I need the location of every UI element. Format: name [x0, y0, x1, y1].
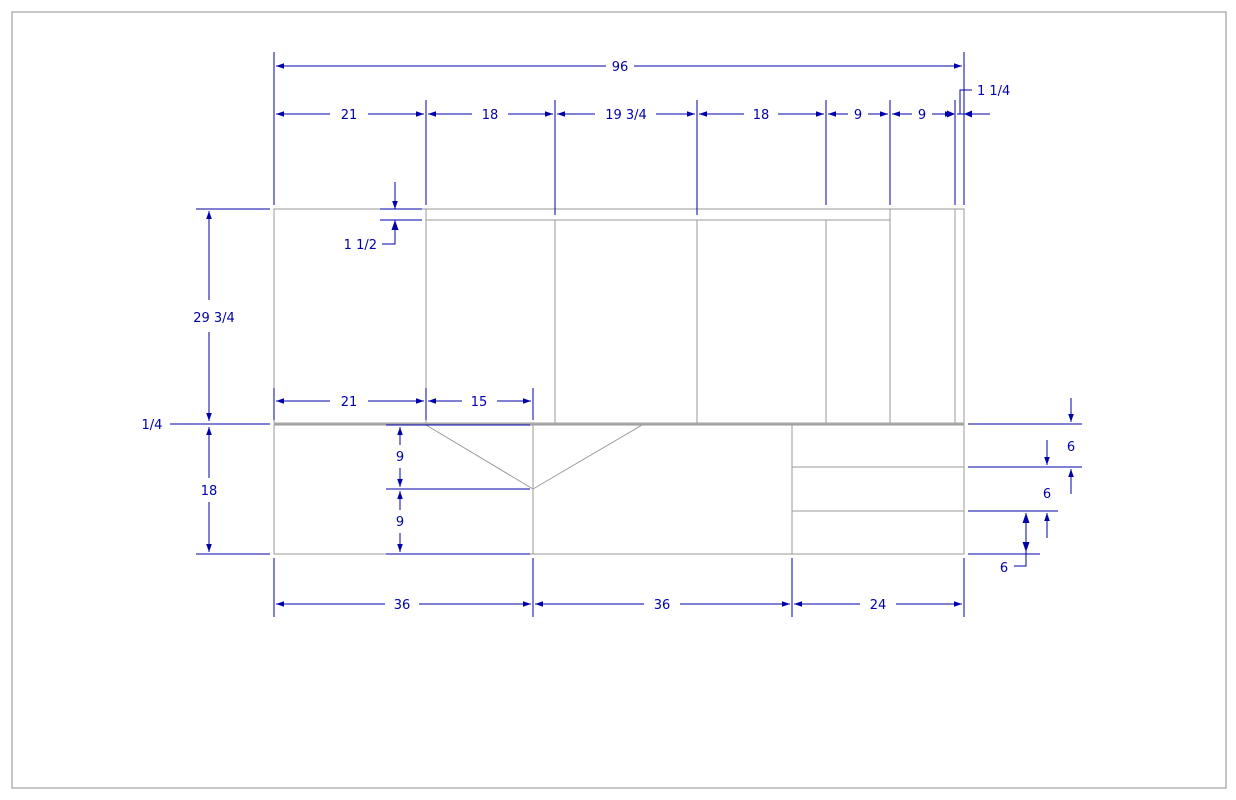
dim-overall: 96 — [273, 52, 965, 205]
dim-bottom-1: 36 — [394, 598, 411, 613]
dim-top-chain: 21 18 19 3/4 18 9 9 1 1/4 — [276, 84, 1010, 215]
door-swing-left — [425, 424, 534, 490]
dim-rail: 1 1/2 — [344, 182, 422, 253]
lower-cabinet — [273, 424, 965, 555]
dim-left-split-1: 9 — [396, 450, 404, 465]
dim-mid-chain: 21 15 — [273, 388, 534, 420]
dim-top-1: 21 — [341, 108, 358, 123]
dim-counter-label: 1/4 — [142, 418, 163, 433]
dim-upper-height-label: 29 3/4 — [193, 311, 235, 326]
dim-overall-label: 96 — [612, 60, 629, 75]
dim-left-split: 9 9 — [386, 424, 530, 555]
dim-top-edge: 1 1/4 — [977, 84, 1010, 99]
dim-rail-label: 1 1/2 — [344, 238, 377, 253]
dim-left-split-2: 9 — [396, 515, 404, 530]
dim-right-split: 6 6 6 — [968, 398, 1082, 576]
dim-bottom-chain: 36 36 24 — [273, 558, 965, 617]
dim-top-2: 18 — [482, 108, 499, 123]
dim-top-4: 18 — [753, 108, 770, 123]
dim-bottom-2: 36 — [654, 598, 671, 613]
dim-lower-height: 18 — [196, 427, 270, 555]
sheet-border — [11, 11, 1227, 789]
door-swing-right — [532, 424, 643, 490]
dim-right-split-3: 6 — [1000, 561, 1008, 576]
dim-upper-height: 29 3/4 — [193, 208, 270, 421]
dim-bottom-3: 24 — [870, 598, 887, 613]
dim-right-split-2: 6 — [1043, 487, 1051, 502]
upper-cabinet — [273, 208, 965, 424]
dim-right-split-1: 6 — [1067, 440, 1075, 455]
dim-top-3: 19 3/4 — [605, 108, 647, 123]
dim-mid-2: 15 — [471, 395, 488, 410]
dim-lower-height-label: 18 — [201, 484, 218, 499]
dim-counter: 1/4 — [142, 418, 270, 433]
dim-top-6: 9 — [918, 108, 926, 123]
dim-top-5: 9 — [854, 108, 862, 123]
dim-mid-1: 21 — [341, 395, 358, 410]
